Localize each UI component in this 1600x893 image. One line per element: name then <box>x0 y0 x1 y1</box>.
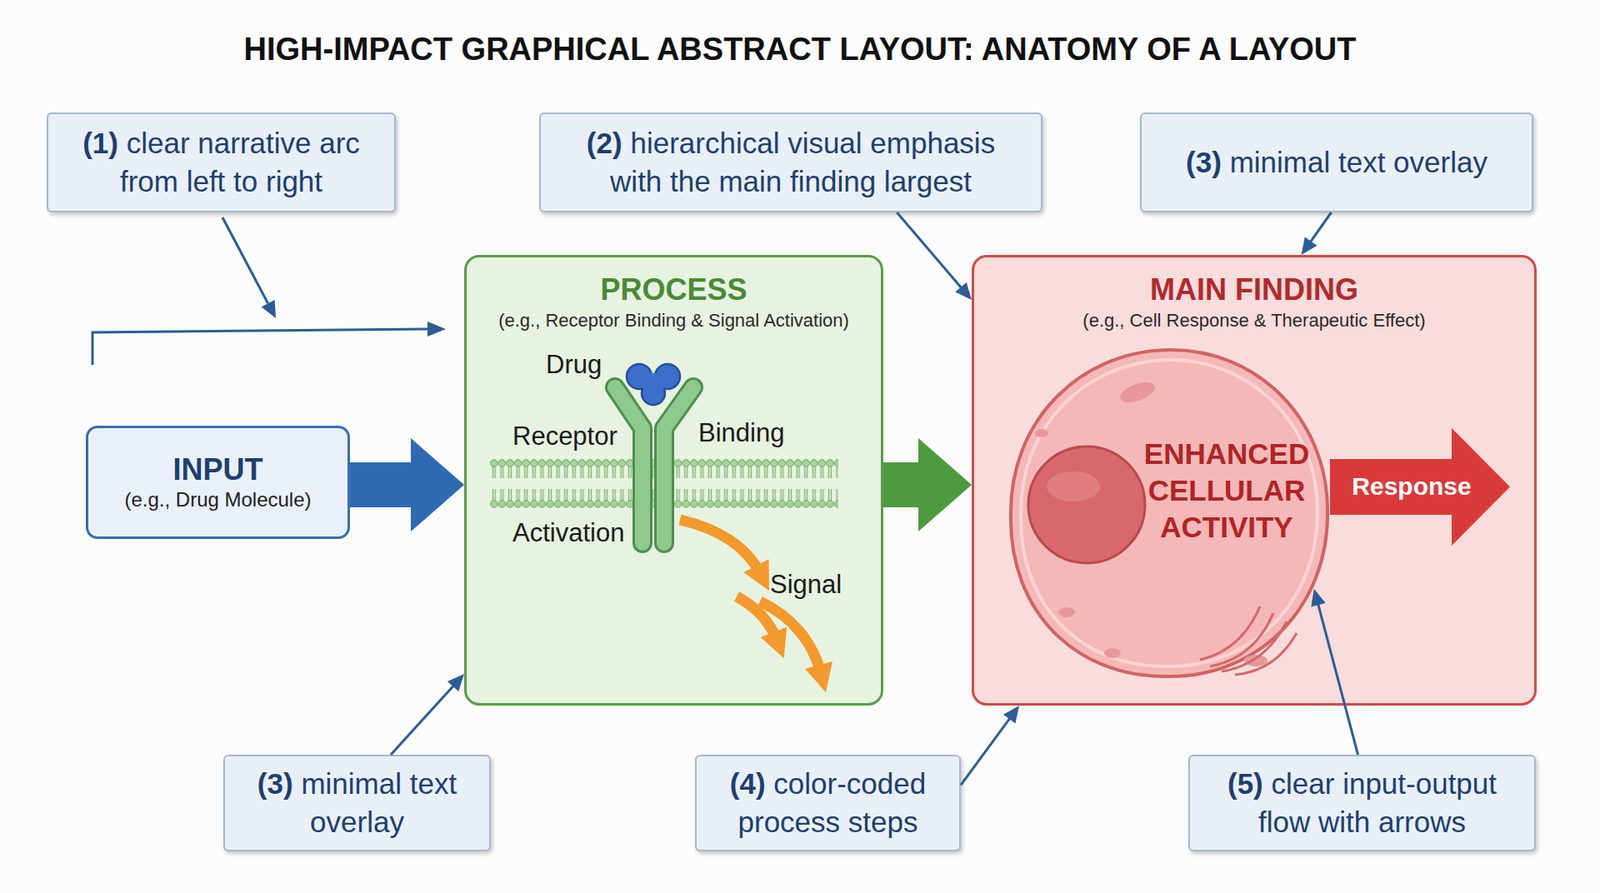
callout-text: (2)hierarchical visual emphasis with the… <box>564 124 1018 201</box>
callout-box: (3)minimal text overlay <box>223 755 491 852</box>
part-label: Receptor <box>512 422 618 451</box>
callout-box: (2)hierarchical visual emphasis with the… <box>539 112 1043 213</box>
leader-arrow <box>390 674 465 756</box>
callout-box: (5)clear input-output flow with arrows <box>1188 755 1536 852</box>
leader-arrow <box>1301 211 1333 255</box>
callout-label: clear input-output flow with arrows <box>1258 767 1497 839</box>
leader-arrow <box>895 211 972 300</box>
callout-label: color-coded process steps <box>738 767 927 839</box>
box-subtitle: (e.g., Drug Molecule) <box>124 486 311 513</box>
box-heading: PROCESS <box>466 272 881 307</box>
diagram-title: HIGH-IMPACT GRAPHICAL ABSTRACT LAYOUT: A… <box>0 30 1600 69</box>
callout-text: (3)minimal text overlay <box>238 765 476 842</box>
callout-box: (3)minimal text overlay <box>1140 112 1534 213</box>
callout-text: (5)clear input-output flow with arrows <box>1206 765 1518 842</box>
input-box: INPUT(e.g., Drug Molecule) <box>85 425 350 540</box>
callout-number: (4) <box>730 767 766 800</box>
callout-label: hierarchical visual emphasis with the ma… <box>610 126 995 198</box>
box-subtitle: (e.g., Cell Response & Therapeutic Effec… <box>974 308 1535 335</box>
part-label: Binding <box>698 419 785 448</box>
leader-arrow <box>1310 589 1360 756</box>
flow-arrow <box>883 438 972 532</box>
response-arrow: Response <box>1330 428 1510 546</box>
stage-box: PROCESS(e.g., Receptor Binding & Signal … <box>464 255 884 706</box>
part-label: Activation <box>512 519 625 548</box>
callout-number: (2) <box>586 126 623 160</box>
callout-number: (5) <box>1227 767 1264 800</box>
callout-label: clear narrative arc from left to right <box>120 126 360 198</box>
callout-number: (3) <box>257 767 294 800</box>
callout-label: minimal text overlay <box>1230 145 1488 179</box>
part-label: Drug <box>545 350 602 380</box>
callout-number: (1) <box>82 126 119 160</box>
narrative-bracket <box>92 321 446 365</box>
callout-label: minimal text overlay <box>300 767 457 839</box>
arrow-label: Response <box>1330 470 1494 504</box>
leader-arrow <box>960 705 1020 786</box>
callout-box: (4)color-coded process steps <box>695 755 961 852</box>
callout-text: (3)minimal text overlay <box>1185 143 1488 182</box>
cell-membrane <box>1010 350 1328 677</box>
stage-box: MAIN FINDING(e.g., Cell Response & Thera… <box>971 255 1537 706</box>
flow-arrow <box>350 438 465 532</box>
box-heading: INPUT <box>173 452 264 487</box>
box-subtitle: (e.g., Receptor Binding & Signal Activat… <box>466 308 881 335</box>
cell-node: ENHANCED CELLULAR ACTIVITY <box>1005 345 1332 681</box>
callout-text: (4)color-coded process steps <box>710 765 946 842</box>
part-label: Signal <box>770 570 842 600</box>
arrow-body <box>1330 428 1510 546</box>
box-heading: MAIN FINDING <box>974 272 1535 307</box>
callout-box: (1)clear narrative arc from left to righ… <box>46 112 396 213</box>
leader-line <box>222 217 276 319</box>
callout-number: (3) <box>1185 145 1222 179</box>
finding-text: ENHANCED CELLULAR ACTIVITY <box>1130 435 1323 546</box>
callout-text: (1)clear narrative arc from left to righ… <box>61 124 381 201</box>
